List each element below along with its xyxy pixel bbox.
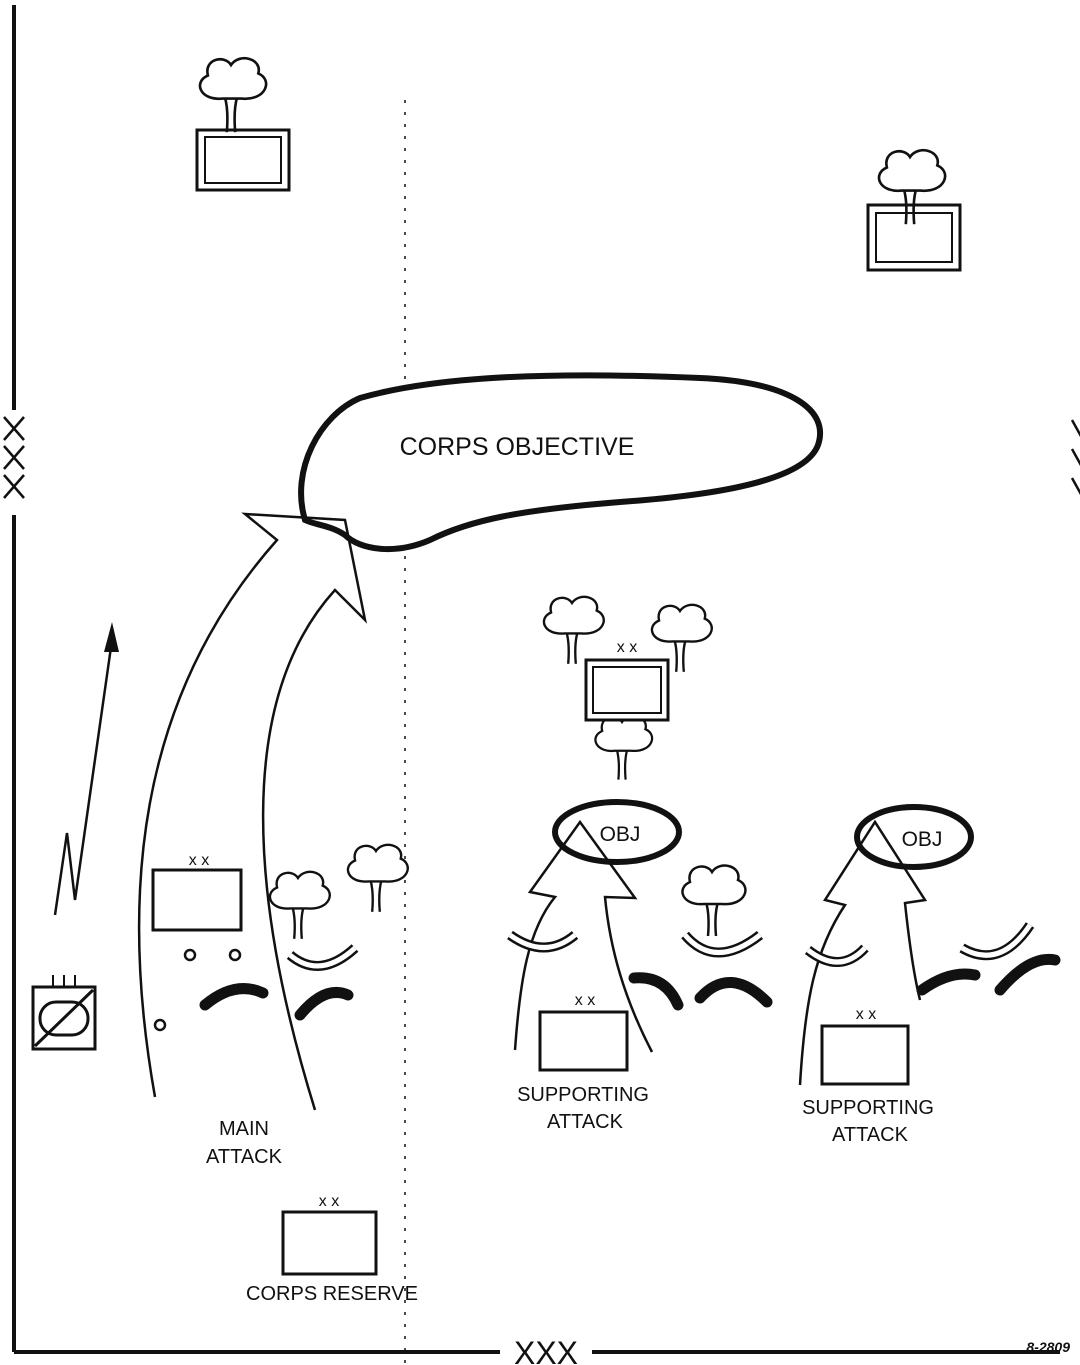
- main-division-echelon: x x: [189, 852, 209, 869]
- right-obstacles: [916, 922, 1061, 996]
- obj-1-label: OBJ: [600, 823, 641, 846]
- corps-boundary-right-marks: [1070, 419, 1080, 495]
- figure-number: 8-2809: [1026, 1339, 1070, 1355]
- obj-2-label: OBJ: [902, 828, 943, 851]
- sa1-label-1: SUPPORTING: [517, 1084, 649, 1106]
- supporting-attack-2: OBJ x x SUPPORTING ATTACK: [798, 804, 974, 1146]
- center-echelon: x x: [617, 639, 637, 656]
- sa1-echelon: x x: [575, 992, 595, 1009]
- screening-unit-symbol: [31, 975, 97, 1051]
- fire-target-unit-top-left: [195, 56, 291, 192]
- main-attack-label-2: ATTACK: [206, 1146, 283, 1168]
- reserve-echelon: x x: [319, 1193, 339, 1210]
- main-attack-label-1: MAIN: [219, 1118, 269, 1140]
- left-friendly-arcs-and-fires: [199, 843, 409, 1021]
- main-attack-division-unit: x x: [151, 852, 243, 1032]
- sa1-label-2: ATTACK: [547, 1111, 624, 1133]
- sa2-echelon: x x: [856, 1006, 876, 1023]
- center-obstacles: [628, 864, 773, 1011]
- corps-reserve-unit: x x CORPS RESERVE: [246, 1193, 418, 1305]
- corps-boundary-bottom: XXX: [14, 1335, 1060, 1365]
- fire-support-zigzag-arrow: [53, 622, 119, 916]
- boundary-echelon-label: XXX: [514, 1335, 578, 1365]
- corps-objective-label: CORPS OBJECTIVE: [400, 433, 635, 461]
- corps-objective: CORPS OBJECTIVE: [298, 372, 823, 553]
- main-attack-arrow: [137, 512, 368, 1111]
- fire-target-unit-top-right: [866, 148, 962, 272]
- supporting-attack-1: OBJ x x SUPPORTING ATTACK: [507, 799, 682, 1133]
- sa2-label-1: SUPPORTING: [802, 1097, 934, 1119]
- corps-boundary-left: [3, 5, 25, 1352]
- sa2-label-2: ATTACK: [832, 1124, 909, 1146]
- corps-reserve-label: CORPS RESERVE: [246, 1283, 418, 1305]
- enemy-unit-center-with-fires: x x: [542, 595, 713, 781]
